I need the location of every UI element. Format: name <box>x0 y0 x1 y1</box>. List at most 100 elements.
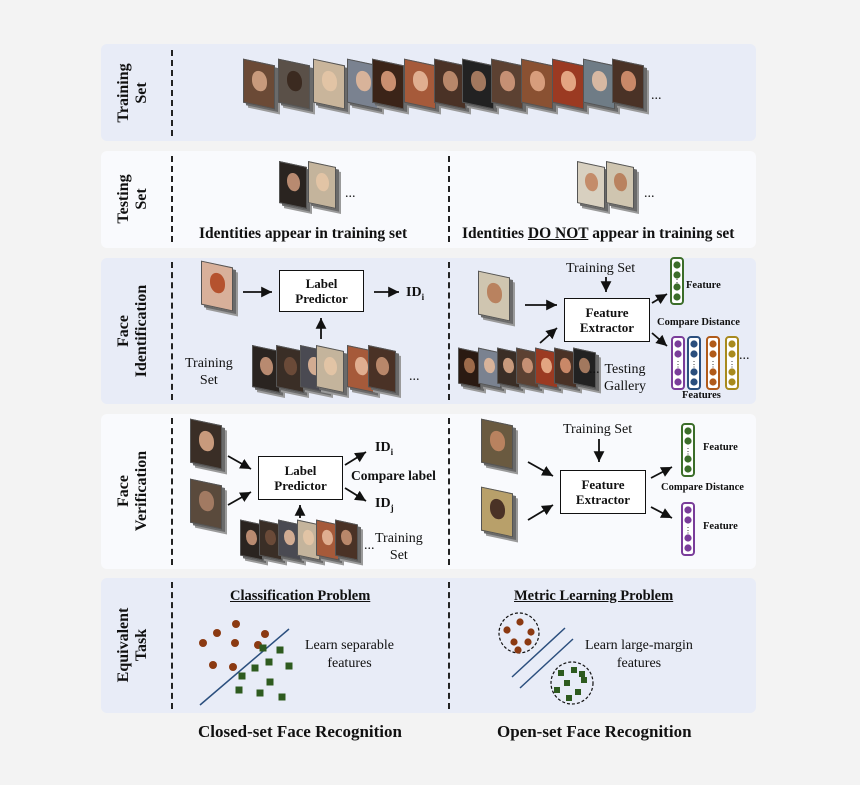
class-a-dot <box>229 663 237 671</box>
class-a-dot <box>503 626 511 634</box>
margin-line-2 <box>519 638 574 689</box>
task-classification-title: Classification Problem <box>230 588 371 604</box>
class-b-square <box>581 677 587 683</box>
class-a-dot <box>527 628 535 636</box>
ident-compare-distance: Compare Distance <box>657 317 740 328</box>
verif-feature-extractor-text: Feature Extractor <box>575 477 631 507</box>
class-a-dot <box>514 646 522 654</box>
verif-right-training-set: Training Set <box>563 422 633 437</box>
class-b-square <box>259 644 267 652</box>
divider-testing-left <box>171 156 173 242</box>
testing-open-caption: Identities DO NOT appear in training set <box>462 225 734 243</box>
class-a-dot <box>261 630 269 638</box>
classification-scatter <box>199 620 293 706</box>
verif-id-i: IDi <box>375 440 393 457</box>
verif-compare-distance: Compare Distance <box>661 482 744 493</box>
svg-text:⋮: ⋮ <box>709 360 717 369</box>
verif-id-i-text: ID <box>375 440 391 455</box>
task-metric-title: Metric Learning Problem <box>514 588 674 604</box>
training-ellipsis: ... <box>651 88 662 103</box>
class-a-dot <box>232 620 240 628</box>
class-a-dot <box>213 629 221 637</box>
verif-training-set-label: Training Set <box>375 531 423 563</box>
class-a-dot <box>510 638 518 646</box>
class-b-square <box>251 664 259 672</box>
ident-gallery-ellipsis: ... <box>589 362 600 377</box>
testing-open-ellipsis: ... <box>644 186 655 201</box>
class-b-square <box>266 678 274 686</box>
svg-text:⋮: ⋮ <box>684 447 692 456</box>
svg-text:⋮: ⋮ <box>728 360 736 369</box>
divider-training <box>171 50 173 136</box>
verif-feature-top-label: Feature <box>703 442 738 453</box>
divider-task-left <box>171 582 173 709</box>
class-a-dot <box>209 661 217 669</box>
task-metric-text: Learn large-margin features <box>585 638 693 671</box>
ident-feature-label: Feature <box>686 280 721 291</box>
class-b-square <box>554 687 560 693</box>
verif-id-j-text: ID <box>375 496 391 511</box>
class-b-square <box>579 671 585 677</box>
verif-feature-bottom-label: Feature <box>703 521 738 532</box>
divider-testing-mid <box>448 156 450 242</box>
ident-feature-extractor-text: Feature Extractor <box>579 305 635 335</box>
verif-training-ellipsis: ... <box>364 538 375 553</box>
verif-left-arrows <box>227 451 367 518</box>
class-b-square <box>256 689 264 697</box>
feature-vector-purple: ⋮ <box>671 336 685 390</box>
class-b-square <box>278 693 286 701</box>
svg-text:⋮: ⋮ <box>684 526 692 535</box>
ident-output-id-sub: i <box>421 291 425 302</box>
verif-id-j-sub: j <box>390 502 394 513</box>
svg-text:⋮: ⋮ <box>674 360 682 369</box>
svg-text:⋮: ⋮ <box>690 360 698 369</box>
feature-vectors: ⋮ ⋮ ⋮ ⋮ ⋮ ⋮ ⋮ <box>670 257 739 556</box>
ident-output-id: IDi <box>406 285 424 302</box>
divider-verif-left <box>171 418 173 565</box>
class-a-dot <box>524 638 532 646</box>
verif-feature-extractor-box: Feature Extractor <box>560 470 646 514</box>
verif-id-j: IDj <box>375 496 394 513</box>
testing-closed-caption: Identities appear in training set <box>199 225 408 242</box>
class-b-square <box>235 686 243 694</box>
divider-ident-mid <box>448 262 450 400</box>
class-b-square <box>564 680 570 686</box>
ident-feature-extractor-box: Feature Extractor <box>564 298 650 342</box>
ident-right-arrows <box>525 277 668 347</box>
verif-compare-label: Compare label <box>351 468 436 483</box>
verif-id-i-sub: i <box>390 446 394 457</box>
ident-right-training-set: Training Set <box>566 261 636 276</box>
verif-label-predictor-box: Label Predictor <box>258 456 343 500</box>
class-b-square <box>575 689 581 695</box>
equivalent-task-panel <box>101 578 756 713</box>
divider-task-mid <box>448 582 450 709</box>
ident-features-label: Features <box>682 390 721 401</box>
class-a-dot <box>199 639 207 647</box>
footer-open-set: Open-set Face Recognition <box>497 722 692 741</box>
ident-left-arrows <box>243 286 399 339</box>
divider-verif-mid <box>448 418 450 565</box>
class-b-square <box>238 672 246 680</box>
class-b-square <box>558 670 564 676</box>
class-b-square <box>285 662 293 670</box>
verif-feature-vector-green: ⋮ <box>681 423 695 477</box>
metric-learning-scatter <box>498 612 594 705</box>
class-a-dot <box>516 618 524 626</box>
verif-feature-vector-purple: ⋮ <box>681 502 695 556</box>
ident-label-predictor-text: Label Predictor <box>295 276 348 306</box>
class-b-square <box>276 646 284 654</box>
feature-vector-orange: ⋮ <box>706 336 720 390</box>
feature-vector-green: ⋮ <box>670 257 684 305</box>
ident-training-ellipsis: ... <box>409 369 420 384</box>
testing-open-caption-emphasis: DO NOT <box>527 225 589 242</box>
testing-set-panel <box>101 151 756 248</box>
feature-vector-yellow: ⋮ <box>725 336 739 390</box>
svg-text:⋮: ⋮ <box>673 278 681 287</box>
testing-closed-ellipsis: ... <box>345 186 356 201</box>
testing-open-caption-pre: Identities <box>462 225 528 242</box>
margin-line-1 <box>511 627 566 678</box>
verif-label-predictor-text: Label Predictor <box>274 463 327 493</box>
testing-open-caption-post: appear in training set <box>588 225 735 242</box>
divider-ident-left <box>171 262 173 400</box>
